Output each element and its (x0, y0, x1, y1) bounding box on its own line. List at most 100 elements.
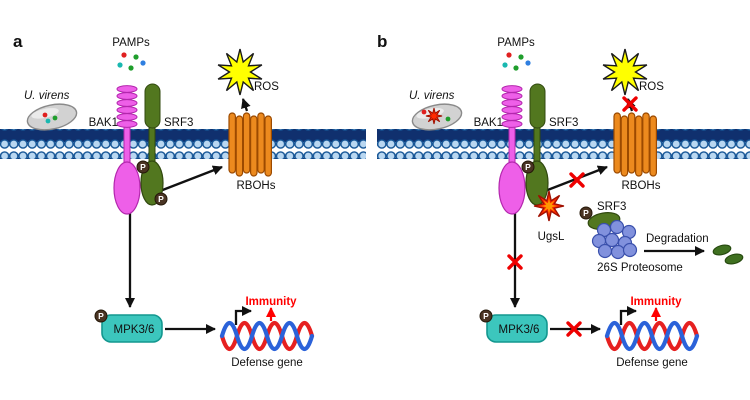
pamp-dot (133, 54, 139, 60)
tm-helix (242, 112, 251, 174)
srf3-cytoplasmic-label: SRF3 (597, 201, 626, 213)
proteasome-subunit (604, 232, 620, 248)
pathogen-label: U. virens (409, 90, 455, 102)
bak1-receptor (498, 85, 526, 215)
ugsl-effector-in-cell (425, 107, 443, 125)
pamp-dot (140, 60, 146, 66)
lrr-repeat (116, 106, 138, 114)
transcription-arrow (619, 306, 637, 325)
phospho-circle (579, 206, 593, 220)
proteasome-subunit (622, 242, 638, 258)
tm-helix (634, 115, 643, 177)
pamp-dot (518, 54, 524, 60)
tm-helix (250, 115, 258, 177)
defense-gene-dna (219, 306, 315, 352)
ros-label: ROS (639, 81, 664, 93)
pathogen-label: U. virens (24, 90, 70, 102)
phospho-mark: P (579, 206, 593, 220)
lrr-repeat (501, 120, 523, 128)
degraded-fragment (712, 244, 732, 256)
signal-arrow-to-rbohs (159, 165, 223, 193)
lrr-repeat (116, 92, 138, 100)
ugsl-label: UgsL (538, 231, 565, 243)
plasma-membrane (0, 129, 366, 159)
panel-a: a PAMPs U. virens (0, 32, 366, 369)
lrr-repeat (116, 99, 138, 107)
phospho-circle (154, 192, 168, 206)
phospho-letter: P (583, 208, 589, 218)
phospho-letter: P (140, 162, 146, 172)
mpk36-node (486, 314, 548, 343)
mpk36-label: MPK3/6 (499, 324, 540, 336)
panel-a-letter: a (13, 32, 23, 51)
pamp-dot (502, 62, 508, 68)
tm-helix (649, 115, 658, 177)
lrr-repeat (501, 85, 523, 93)
bak1-kinase-domain (113, 161, 141, 215)
pamp-dot (421, 109, 427, 115)
srf3-label: SRF3 (549, 117, 578, 129)
bak1-lrr-domain (116, 85, 138, 128)
pamp-dot (525, 60, 531, 66)
ugsl-star-core (541, 198, 557, 214)
phospho-letter: P (98, 311, 104, 321)
degradation-label: Degradation (646, 233, 709, 245)
degraded-fragment (724, 253, 744, 265)
tm-helix (257, 112, 265, 174)
pamp-dot (42, 112, 48, 118)
proteasome-label: 26S Proteosome (597, 262, 683, 274)
srf3-ecto-domain (144, 83, 161, 129)
lrr-repeat (116, 120, 138, 128)
bak1-receptor (113, 85, 141, 215)
phospho-letter: P (158, 194, 164, 204)
u-virens-cell (26, 103, 78, 131)
proteasome-26s: 26S Proteosome (591, 219, 683, 274)
phospho-letter: P (525, 162, 531, 172)
lrr-repeat (501, 106, 523, 114)
pamp-dot (513, 65, 519, 71)
lrr-repeat (501, 99, 523, 107)
pamps-label: PAMPs (497, 37, 535, 49)
panel-b-letter: b (377, 32, 387, 51)
srf3-label: SRF3 (164, 117, 193, 129)
phospho-circle (479, 309, 493, 323)
transcription-arrow (234, 306, 252, 325)
rbohs-channel (228, 112, 273, 177)
srf3-ecto-domain (529, 83, 546, 129)
phospho-mark: P (479, 309, 493, 323)
tm-helix (264, 115, 273, 177)
tm-helix (235, 115, 244, 177)
defense-gene-label: Defense gene (616, 357, 688, 369)
pamp-molecules (117, 52, 146, 71)
ros-production-arrow (241, 98, 251, 112)
lrr-repeat (116, 85, 138, 93)
lrr-repeat (116, 113, 138, 121)
immunity-label: Immunity (630, 296, 682, 308)
tm-helix (642, 112, 650, 174)
plasma-membrane (377, 129, 750, 159)
phospho-circle (136, 160, 150, 174)
dna-strand-blue (604, 320, 700, 352)
mpk36-node (101, 314, 163, 343)
pamp-dot (52, 115, 58, 121)
pamp-dot (128, 65, 134, 71)
dna-strand-blue (219, 320, 315, 352)
defense-gene-dna (604, 306, 700, 352)
bak1-lrr-domain (501, 85, 523, 128)
srf3-cytoplasmic: SRF3 P (579, 201, 626, 230)
phospho-mark: P (94, 309, 108, 323)
pamp-molecules (502, 52, 531, 71)
rbohs-label: RBOHs (237, 180, 276, 192)
bak1-kinase-domain (498, 161, 526, 215)
phospho-mark: P (154, 192, 168, 206)
rbohs-label: RBOHs (622, 180, 661, 192)
immunity-label: Immunity (245, 296, 297, 308)
phospho-letter: P (483, 311, 489, 321)
phospho-mark: P (521, 160, 535, 174)
bak1-label: BAK1 (89, 117, 118, 129)
proteasome-subunit (597, 243, 613, 259)
phospho-circle (521, 160, 535, 174)
pamp-dot (117, 62, 123, 68)
lrr-repeat (501, 92, 523, 100)
